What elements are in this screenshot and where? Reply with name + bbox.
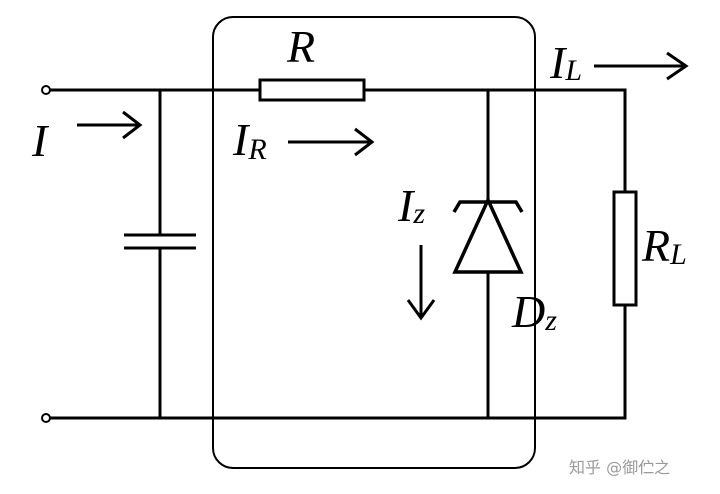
top-wire [50, 88, 627, 192]
label-iz: Iz [397, 180, 425, 231]
watermark-text: 知乎 @御伫之 [569, 458, 671, 477]
input-terminal-top [41, 85, 51, 95]
label-rl: RL [641, 220, 687, 271]
input-terminal-bottom [41, 413, 51, 423]
module-boundary-box [212, 16, 536, 469]
zener-diode-bar [452, 200, 524, 213]
label-i: I [31, 115, 50, 166]
arrow-il [594, 51, 689, 81]
arrow-i [77, 110, 143, 140]
label-il: IL [549, 37, 582, 88]
arrow-ir [288, 127, 375, 157]
zener-diode-triangle [452, 195, 524, 274]
label-r: R [286, 21, 315, 72]
label-dz: Dz [511, 286, 557, 337]
arrow-iz [406, 245, 436, 321]
bottom-wire [50, 305, 627, 420]
label-ir: IR [232, 114, 267, 166]
load-resistor-rl [612, 190, 638, 307]
resistor-r [258, 78, 366, 102]
